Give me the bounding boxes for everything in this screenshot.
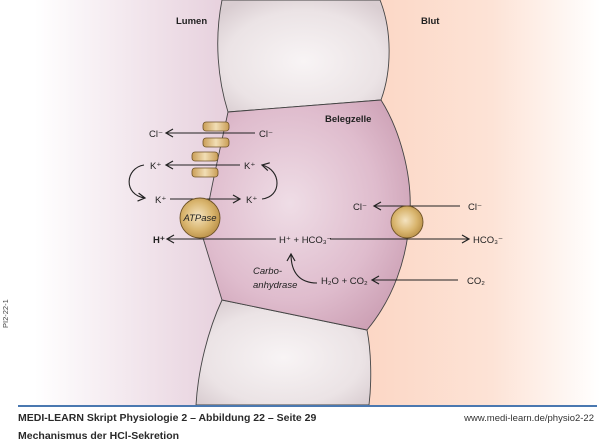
k-channel-upper: [191, 151, 219, 162]
k-lumen-label-bottom: K⁺: [155, 195, 166, 206]
hco3-blood-label: HCO₃⁻: [473, 235, 503, 246]
cl-cell-label: Cl⁻: [259, 129, 273, 140]
h2o-co2-label: H₂O + CO₂: [321, 276, 368, 287]
footer-divider: [18, 405, 597, 407]
atpase-pump: [179, 197, 221, 239]
k-cell-label-bottom: K⁺: [246, 195, 257, 206]
cell-label: Belegzelle: [325, 114, 371, 125]
atpase-label: ATPase: [182, 213, 216, 224]
lumen-label: Lumen: [176, 16, 207, 27]
k-channel-lower: [191, 167, 219, 178]
cl-hco3-exchanger: [390, 205, 424, 239]
cl-blood-label: Cl⁻: [468, 202, 482, 213]
figure-source-title: MEDI-LEARN Skript Physiologie 2 – Abbild…: [18, 412, 317, 424]
k-cell-label-top: K⁺: [244, 161, 255, 172]
h-lumen-label: H⁺: [153, 235, 165, 246]
k-recycle-arrow-lumen: [128, 164, 147, 202]
cl-lumen-label: Cl⁻: [149, 129, 163, 140]
figure-url-link[interactable]: www.medi-learn.de/physio2-22: [464, 413, 594, 424]
blood-label: Blut: [421, 16, 440, 27]
h-hco3-label: H⁺ + HCO₃⁻: [279, 235, 332, 246]
cl-channel-upper: [202, 121, 230, 132]
k-recycle-arrow-cell: [260, 162, 278, 200]
enzyme-label-line2: anhydrase: [253, 280, 297, 291]
cl-cell-basolateral-label: Cl⁻: [353, 202, 367, 213]
enzyme-label-line1: Carbo-: [253, 266, 282, 277]
k-lumen-label-top: K⁺: [150, 161, 161, 172]
cl-channel-lower: [202, 137, 230, 148]
carbonic-anhydrase-arrow: [286, 252, 318, 284]
parietal-cell: [202, 99, 411, 331]
figure-code: PI2-22-1: [1, 299, 10, 328]
co2-blood-label: CO₂: [467, 276, 485, 287]
neighbor-cell-top: [217, 0, 390, 113]
figure-caption: Mechanismus der HCl-Sekretion: [18, 430, 180, 442]
